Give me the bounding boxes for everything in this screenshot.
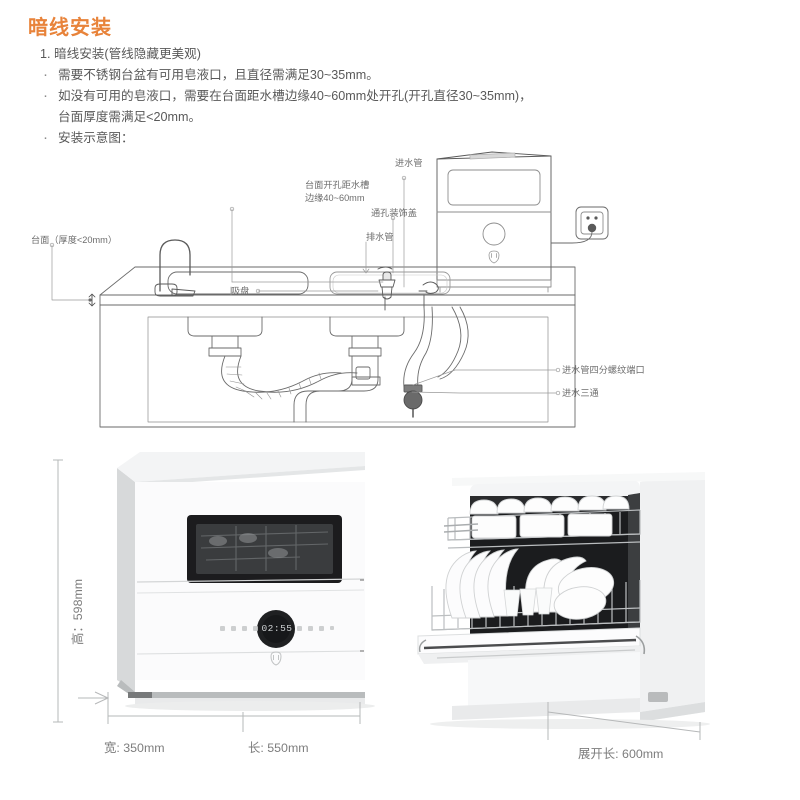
- dishwasher-window: [447, 169, 541, 206]
- undersink-basin-left: [187, 316, 263, 337]
- power-socket-icon: [575, 206, 609, 240]
- product-photos: 高：598mm 宽: 350mm 长: 550mm 展开长: 600mm 02:…: [0, 440, 800, 785]
- power-cord: [550, 231, 593, 244]
- corrugated-drain-hose: [221, 355, 342, 393]
- leader-thread-port: [412, 369, 557, 386]
- drain-pipe-body: [381, 286, 393, 300]
- dishwasher-outline: [436, 151, 552, 281]
- drain-pipe-head: [382, 271, 392, 281]
- installation-schematic: 台面（厚度<20mm） 台面开孔距水槽 边缘40~60mm 进水管 通孔装饰盖 …: [0, 145, 800, 455]
- product-closed-dishwasher: [117, 452, 375, 711]
- right-side-panel: [640, 472, 705, 722]
- label-drain-pipe: 排水管: [366, 232, 394, 242]
- control-panel-icons: [220, 626, 334, 631]
- instruction-continuation: 台面厚度需满足<20mm。: [58, 110, 202, 124]
- label-hole-distance-line1: 台面开孔距水槽: [305, 180, 370, 190]
- dimension-lines-left: [53, 459, 361, 732]
- door-hinge: [635, 635, 646, 655]
- leader-inlet-tee: [411, 391, 557, 394]
- product-open-dishwasher: [417, 472, 710, 729]
- dishwasher-display-readout: 02:55: [261, 623, 293, 634]
- instruction-item-number: 1. 暗线安装(管线隐藏更美观): [40, 47, 201, 61]
- dimension-height: 高：598mm: [71, 578, 85, 645]
- upper-rack-dishes: [469, 495, 630, 539]
- lower-rack-plates: [445, 548, 520, 619]
- label-inlet-pipe: 进水管: [395, 158, 423, 168]
- inlet-tee-body: [403, 390, 423, 410]
- label-countertop: 台面（厚度<20mm）: [31, 235, 118, 245]
- label-suction-cup: 吸盘: [231, 286, 250, 296]
- dimension-open-length: 展开长: 600mm: [578, 747, 664, 761]
- label-hole-distance-line2: 边缘40~60mm: [305, 193, 365, 203]
- instructions-block: 1. 暗线安装(管线隐藏更美观) 需要不锈钢台盆有可用皂液口，且直径需满足30~…: [38, 44, 738, 149]
- instruction-bullet-2: 如没有可用的皂液口，需要在台面距水槽边缘40~60mm处开孔(开孔直径30~35…: [38, 85, 738, 107]
- lower-front-panel: [468, 652, 640, 706]
- instruction-bullet-3: 安装示意图：: [38, 127, 738, 149]
- inlet-hose-a: [403, 306, 425, 388]
- label-inlet-thread-port: 进水管四分螺纹端口: [562, 365, 645, 375]
- suction-cup-icon: [377, 266, 393, 270]
- dimension-lines-right: [547, 702, 701, 740]
- faucet-handle: [154, 283, 178, 297]
- dishwasher-base: [436, 279, 552, 288]
- faucet-spout: [159, 239, 191, 292]
- schematic-drawing: [49, 151, 609, 428]
- lower-rack-cups: [503, 587, 553, 617]
- product-illustrations: [53, 452, 710, 740]
- sink-basin-left: [167, 271, 309, 295]
- page-title: 暗线安装: [28, 17, 112, 39]
- power-plug-icon: [587, 223, 597, 233]
- cabinet-body: [99, 304, 576, 428]
- p-trap: [293, 355, 353, 423]
- mijia-logo-icon: [270, 651, 282, 666]
- dishwasher-knob: [482, 222, 506, 246]
- dishwasher-top-vent: [469, 152, 516, 160]
- hose-connector: [355, 366, 371, 380]
- inlet-hose-b: [437, 306, 462, 378]
- undersink-basin-right: [329, 316, 405, 337]
- cabinet-inner-frame: [147, 316, 549, 423]
- inlet-elbow: [422, 281, 439, 294]
- label-inlet-tee: 进水三通: [562, 388, 599, 398]
- countertop-edge: [99, 294, 576, 306]
- sink-basin-right: [329, 271, 451, 295]
- instruction-bullet-1: 需要不锈钢台盆有可用皂液口，且直径需满足30~35mm。: [38, 64, 738, 86]
- label-hole-cover: 通孔装饰盖: [371, 208, 417, 218]
- dimension-length: 长: 550mm: [248, 741, 309, 755]
- dishwasher-plinth: [117, 680, 365, 698]
- mijia-logo-icon: [488, 250, 500, 264]
- dimension-width: 宽: 350mm: [104, 741, 165, 755]
